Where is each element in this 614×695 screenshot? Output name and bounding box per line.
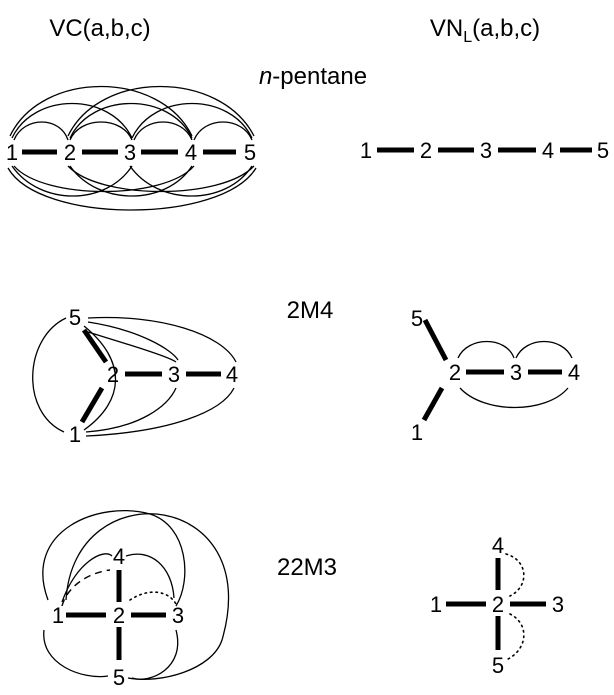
m2m4-vn-labels: 5 2 3 4 1 <box>411 306 580 445</box>
m2m4-vc-arcs <box>32 316 237 437</box>
m22m3-vc-bonds <box>66 570 166 660</box>
label-22M3: 22M3 <box>277 554 337 581</box>
label-2M4: 2M4 <box>287 297 334 324</box>
m2m4-vc-bonds <box>79 328 221 424</box>
label-n-pentane: n-pentane <box>259 63 367 90</box>
node-1: 1 <box>69 422 81 447</box>
pentane-vc-graph: 1 2 3 4 5 <box>6 86 257 211</box>
pentane-vc-arcs <box>7 86 257 211</box>
node-1: 1 <box>52 603 64 628</box>
node-4: 4 <box>492 533 504 558</box>
m2m4-vn-bonds <box>421 318 562 422</box>
node-1: 1 <box>411 420 423 445</box>
node-4: 4 <box>568 360 580 385</box>
node-1: 1 <box>6 140 18 165</box>
m2m4-vc-graph: 5 2 3 4 1 <box>32 305 238 447</box>
node-2: 2 <box>420 138 432 163</box>
node-5: 5 <box>244 140 256 165</box>
header-vn: VNL(a,b,c) <box>430 15 540 46</box>
node-1: 1 <box>430 592 442 617</box>
node-4: 4 <box>185 140 197 165</box>
m2m4-vn-graph: 5 2 3 4 1 <box>411 306 580 445</box>
pentane-vn-graph: 1 2 3 4 5 <box>360 138 609 163</box>
node-5: 5 <box>492 653 504 678</box>
node-2: 2 <box>449 360 461 385</box>
node-2: 2 <box>64 140 76 165</box>
node-5: 5 <box>113 665 125 690</box>
m22m3-vn-graph: 4 1 2 3 5 <box>430 533 564 678</box>
pentane-vn-labels: 1 2 3 4 5 <box>360 138 609 163</box>
m22m3-vn-arcs <box>505 553 525 661</box>
m2m4-vn-arcs <box>457 340 573 409</box>
node-3: 3 <box>480 138 492 163</box>
node-4: 4 <box>113 544 125 569</box>
pentane-vc-labels: 1 2 3 4 5 <box>6 140 256 165</box>
node-3: 3 <box>168 362 180 387</box>
m22m3-vc-labels: 4 1 2 3 5 <box>52 544 184 690</box>
m22m3-vc-arcs <box>42 510 230 680</box>
node-3: 3 <box>552 592 564 617</box>
m22m3-vn-bonds <box>446 558 546 650</box>
node-5: 5 <box>411 306 423 331</box>
node-3: 3 <box>510 360 522 385</box>
m22m3-vn-labels: 4 1 2 3 5 <box>430 533 564 678</box>
m2m4-vc-labels: 5 2 3 4 1 <box>69 305 238 447</box>
node-4: 4 <box>542 138 554 163</box>
node-1: 1 <box>360 138 372 163</box>
node-3: 3 <box>172 603 184 628</box>
node-3: 3 <box>124 140 136 165</box>
node-5: 5 <box>597 138 609 163</box>
header-vc: VC(a,b,c) <box>49 15 150 42</box>
node-2: 2 <box>107 362 119 387</box>
m22m3-vc-graph: 4 1 2 3 5 <box>42 510 230 690</box>
node-2: 2 <box>492 592 504 617</box>
node-4: 4 <box>226 362 238 387</box>
node-5: 5 <box>69 305 81 330</box>
node-2: 2 <box>113 603 125 628</box>
